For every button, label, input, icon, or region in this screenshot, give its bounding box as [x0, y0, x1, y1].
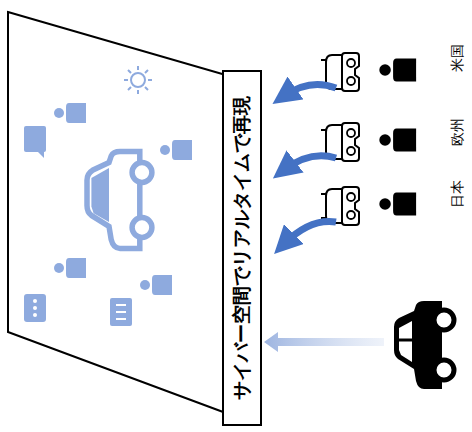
- data-arrow: [264, 332, 384, 352]
- stream-arrows: [284, 84, 336, 244]
- caption-text: サイバー空間でリアルタイムで再現: [229, 96, 255, 400]
- virtual-scene: [24, 66, 192, 326]
- region-label: 米国: [449, 44, 467, 72]
- real-car: [394, 301, 454, 389]
- region-label: 欧州: [449, 118, 467, 146]
- remote-users: [321, 53, 416, 225]
- region-label: 日本: [449, 180, 467, 208]
- cyber-panel: [8, 12, 250, 422]
- virtual-car: [87, 152, 152, 249]
- caption-box: サイバー空間でリアルタイムで再現: [222, 70, 262, 426]
